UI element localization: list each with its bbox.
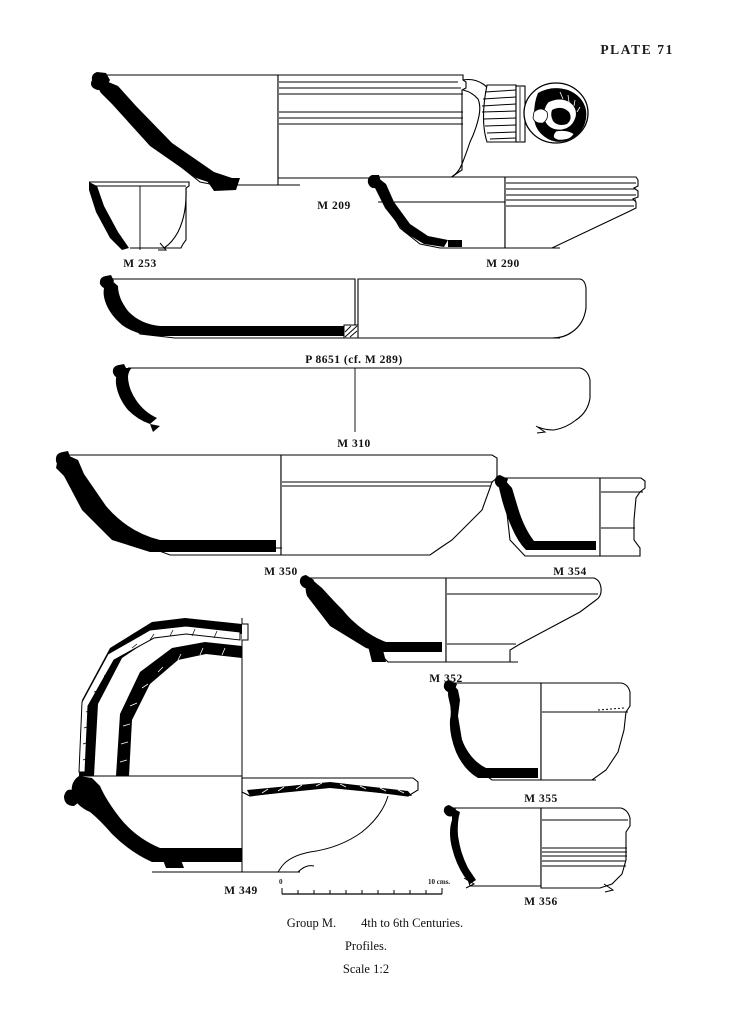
caption-scale-line: Scale 1:2 xyxy=(342,962,390,976)
figure-m290 xyxy=(367,175,639,249)
scale-bar-start-label: 0 xyxy=(279,878,283,886)
figure-label-m310: M 310 xyxy=(337,438,371,450)
scale-bar xyxy=(281,888,443,895)
figure-m349 xyxy=(64,618,419,873)
figure-m354 xyxy=(494,475,646,557)
figure-label-m209: M 209 xyxy=(317,200,351,212)
figure-m253 xyxy=(89,181,190,251)
figure-label-m352: M 352 xyxy=(429,673,463,685)
plate-number: PLATE 71 xyxy=(600,42,674,57)
figure-label-p8651: P 8651 (cf. M 289) xyxy=(305,354,403,366)
caption-profiles-line: Profiles. xyxy=(344,939,387,953)
plate-caption: Group M. 4th to 6th Centuries. Profiles.… xyxy=(0,912,732,981)
figure-m355 xyxy=(443,680,631,781)
scale-bar-end-label: 10 cms. xyxy=(428,878,451,886)
figure-label-m354: M 354 xyxy=(553,566,587,578)
figure-m350 xyxy=(55,451,498,556)
figure-label-m355: M 355 xyxy=(524,793,558,805)
figure-label-m290: M 290 xyxy=(486,258,520,270)
figure-label-m356: M 356 xyxy=(524,896,558,908)
figure-label-m253: M 253 xyxy=(123,258,157,270)
figure-m356 xyxy=(443,805,631,893)
figure-label-m350: M 350 xyxy=(264,566,298,578)
figure-m352 xyxy=(299,575,602,663)
figure-label-m349: M 349 xyxy=(224,885,258,897)
figure-m310 xyxy=(112,364,591,434)
caption-group-line: Group M. 4th to 6th Centuries. xyxy=(286,916,464,930)
figure-m209 xyxy=(91,72,589,191)
figure-p8651 xyxy=(99,275,587,339)
